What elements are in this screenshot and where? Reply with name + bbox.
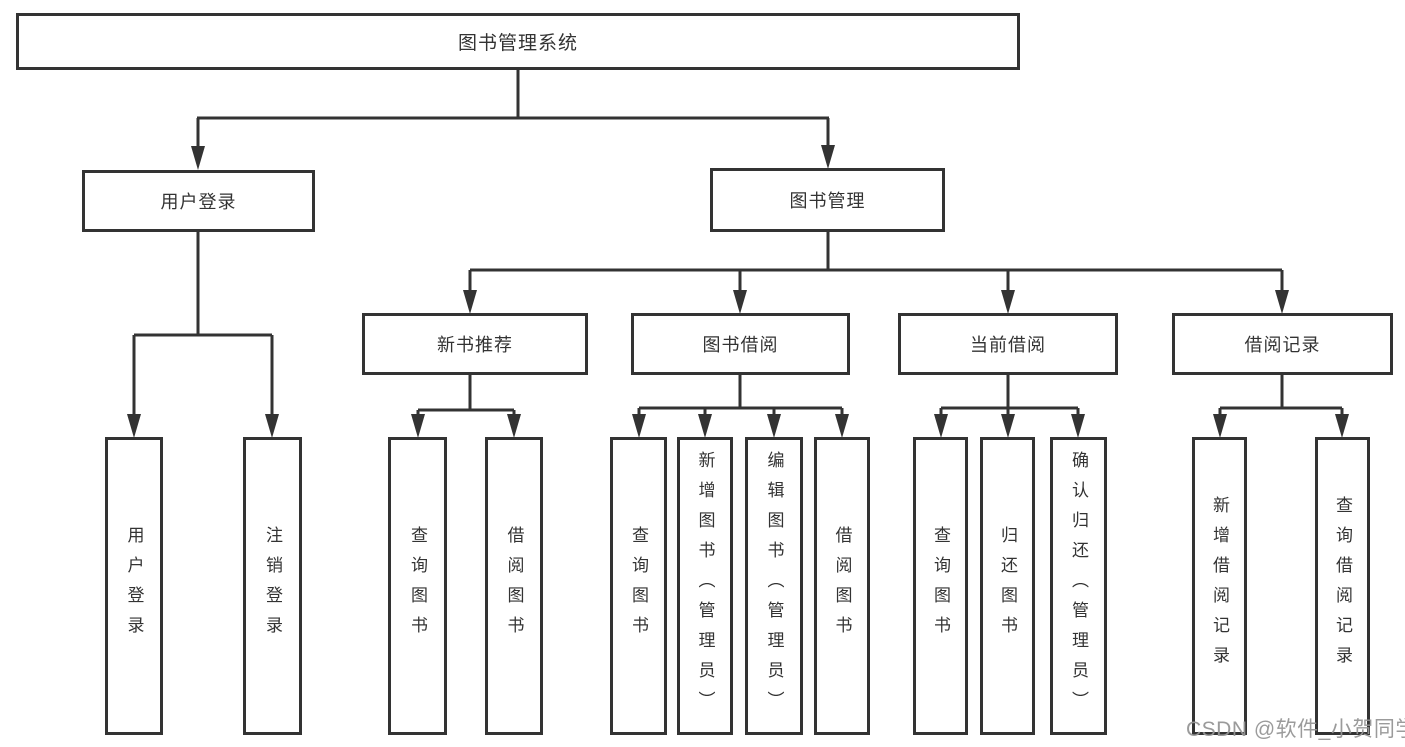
node-new-book-recommend: 新书推荐 bbox=[362, 313, 588, 375]
leaf-add-books-admin: 新增图书（管理员） bbox=[677, 437, 733, 735]
leaf-borrow-books-recommend: 借阅图书 bbox=[485, 437, 543, 735]
leaf-query-books-borrowing: 查询图书 bbox=[610, 437, 667, 735]
leaf-query-books-recommend: 查询图书 bbox=[388, 437, 447, 735]
leaf-confirm-return-admin: 确认归还（管理员） bbox=[1050, 437, 1107, 735]
node-user-login: 用户登录 bbox=[82, 170, 315, 232]
leaf-query-books-current: 查询图书 bbox=[913, 437, 968, 735]
leaf-user-login: 用户登录 bbox=[105, 437, 163, 735]
csdn-watermark: CSDN @软件_小贺同学 bbox=[1186, 718, 1405, 741]
node-borrow-records: 借阅记录 bbox=[1172, 313, 1393, 375]
node-book-borrowing: 图书借阅 bbox=[631, 313, 850, 375]
node-library-management-system: 图书管理系统 bbox=[16, 13, 1020, 70]
node-current-borrowing: 当前借阅 bbox=[898, 313, 1118, 375]
leaf-borrow-books: 借阅图书 bbox=[814, 437, 870, 735]
leaf-edit-books-admin: 编辑图书（管理员） bbox=[745, 437, 803, 735]
node-book-management: 图书管理 bbox=[710, 168, 945, 232]
leaf-add-borrow-record: 新增借阅记录 bbox=[1192, 437, 1247, 735]
arrowheads bbox=[127, 145, 1349, 438]
leaf-query-borrow-record: 查询借阅记录 bbox=[1315, 437, 1370, 735]
leaf-return-books: 归还图书 bbox=[980, 437, 1035, 735]
leaf-logout: 注销登录 bbox=[243, 437, 302, 735]
